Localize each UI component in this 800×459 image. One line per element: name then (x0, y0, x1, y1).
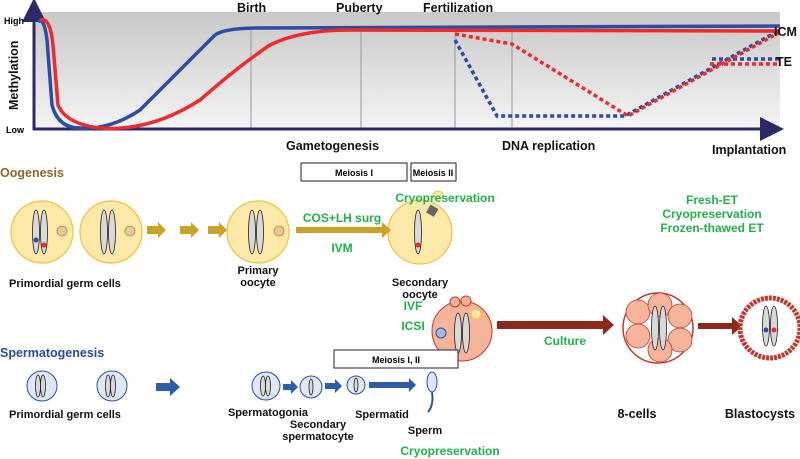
blastocysts-label: Blastocysts (725, 407, 795, 421)
chromosomes (32, 209, 422, 255)
oocyte-pgc-label: Primordial germ cells (9, 278, 121, 290)
sperm-cells (26, 370, 366, 402)
blastocyst-arrow (698, 317, 742, 335)
secondary-oocyte-label-1: Secondary (392, 277, 449, 289)
secondary-spermatocyte-label-1: Secondary (290, 419, 347, 431)
spermatogonia-label: Spermatogonia (228, 407, 309, 419)
sperm-tail (427, 391, 434, 413)
meiosis2-label: Meiosis II (413, 168, 454, 178)
sperm-meiosis-label: Meiosis I, II (372, 355, 420, 365)
icsi-label: ICSI (401, 319, 424, 333)
maternal-embryo-curve (454, 30, 781, 119)
secondary-spermatocyte-label-2: spermatocyte (282, 431, 354, 443)
oocyte-progress-arrows (147, 222, 391, 238)
oocyte-cryopreservation-label: Cryopreservation (395, 191, 494, 205)
spermatid-label: Spermatid (355, 409, 409, 421)
dna-replication-label: DNA replication (502, 139, 595, 153)
sperm-pgc-label: Primordial germ cells (9, 409, 121, 421)
implantation-label: Implantation (712, 143, 786, 157)
methylation-plot: High Low Methylation Birth Puberty Ferti… (4, 0, 797, 157)
blastocyst (737, 295, 800, 361)
culture-label: Culture (544, 334, 586, 348)
y-axis-label: Methylation (7, 41, 21, 110)
y-low-label: Low (6, 125, 25, 135)
icm-label: ICM (774, 25, 797, 39)
fresh-et-label: Fresh-ET (686, 193, 739, 207)
cos-lh-surge-label: COS+LH surg (303, 211, 381, 225)
meiosis1-label: Meiosis I (335, 168, 373, 178)
stage-gridlines (250, 30, 513, 128)
embryo-section: Culture Fresh-ET Cryopreservation Frozen… (431, 193, 800, 421)
frozen-thawed-et-label: Frozen-thawed ET (660, 221, 764, 235)
meiosis1-box (300, 162, 408, 182)
birth-label: Birth (237, 1, 266, 15)
sperm-label: Sperm (408, 425, 442, 437)
primary-oocyte-label-2: oocyte (240, 277, 275, 289)
sperm-progress-arrows (156, 378, 416, 396)
spermatogenesis-section: Spermatogenesis Meiosis I, II Primordial… (0, 346, 500, 458)
meiosis2-box (410, 162, 457, 182)
te-label: TE (776, 55, 792, 69)
ivm-label: IVM (331, 241, 352, 255)
sperm-cryopreservation-label: Cryopreservation (400, 444, 499, 458)
eight-cells-label: 8-cells (618, 407, 657, 421)
oogenesis-title: Oogenesis (0, 166, 64, 180)
secondary-oocyte-label-2: oocyte (402, 289, 437, 301)
puberty-label: Puberty (336, 1, 383, 15)
oogenesis-section: Oogenesis Meiosis I Meiosis II Cryopres (0, 162, 495, 333)
fertilization-label: Fertilization (423, 1, 493, 15)
ivf-label: IVF (404, 299, 423, 313)
y-high-label: High (4, 16, 24, 26)
sperm-meiosis-box (333, 349, 459, 369)
primary-oocyte-label-1: Primary (238, 265, 280, 277)
spermatogenesis-title: Spermatogenesis (0, 346, 104, 360)
gametogenesis-label: Gametogenesis (286, 139, 379, 153)
culture-arrow (497, 315, 614, 335)
paternal-methylation-curve (36, 19, 781, 130)
maternal-methylation-curve (39, 17, 781, 131)
sperm (426, 371, 438, 393)
spindle-icon (426, 204, 439, 217)
polar-body (432, 190, 444, 200)
embryo-cryopreservation-label: Cryopreservation (662, 207, 761, 221)
polar-bodies (56, 225, 285, 237)
